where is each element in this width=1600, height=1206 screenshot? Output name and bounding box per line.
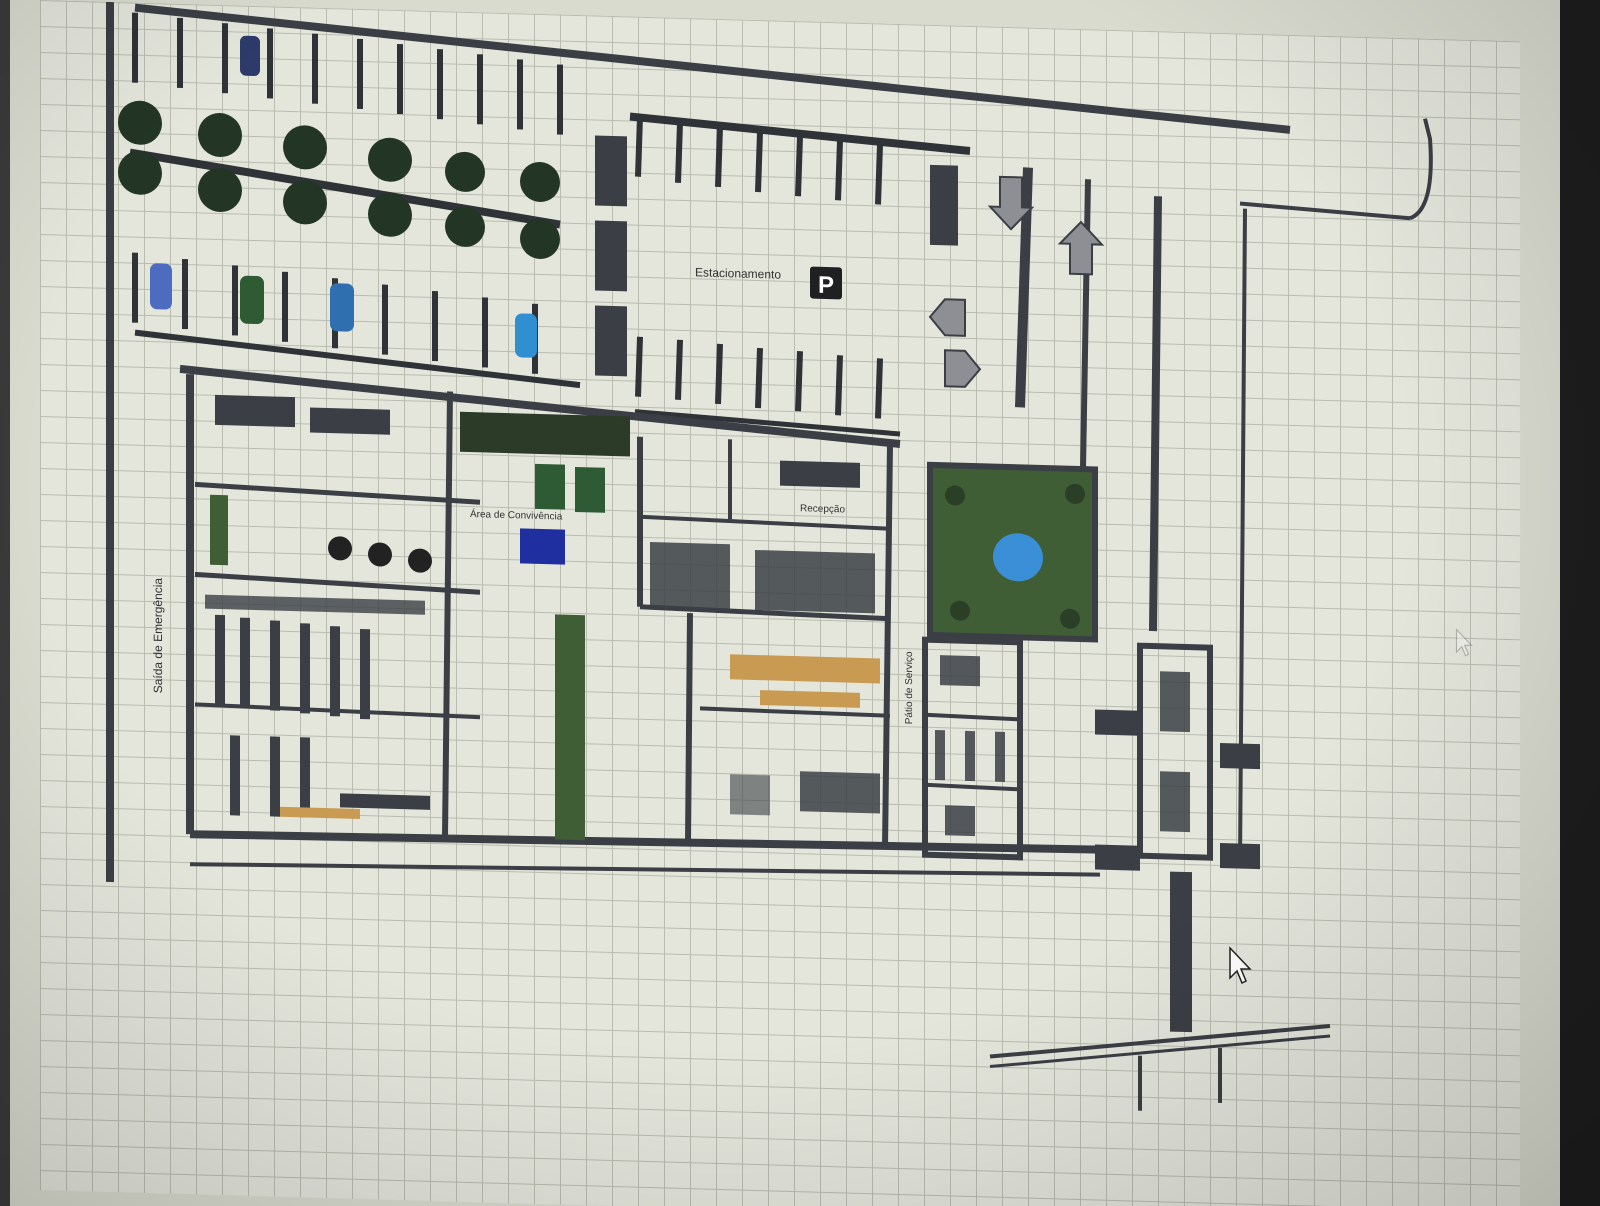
monitor-bezel <box>1560 0 1600 1206</box>
parked-cars <box>150 35 537 358</box>
trees-row <box>118 100 560 259</box>
parking-lot-left <box>129 12 581 389</box>
bottom-entrance <box>989 1024 1331 1111</box>
social-area-label: Área de Convivência <box>470 507 563 523</box>
parking-label: Estacionamento <box>695 265 781 281</box>
crosswalks <box>595 135 1260 1033</box>
road-lines <box>106 1 1433 883</box>
main-building <box>179 364 1101 877</box>
faint-cursor-icon <box>1455 628 1473 657</box>
traffic-arrows <box>928 175 1105 388</box>
right-wing <box>922 636 1213 861</box>
patio-label: Pátio de Serviço <box>904 651 915 725</box>
mouse-cursor-icon <box>1229 946 1252 985</box>
right-wing-furniture <box>935 655 1190 837</box>
reception-label: Recepção <box>800 503 845 515</box>
monitor-screen: Estacionamento P <box>10 0 1570 1206</box>
parking-lot-center <box>629 112 971 437</box>
emergency-exit-label: Saída de Emergência <box>151 577 165 693</box>
drawing-canvas[interactable]: Estacionamento P <box>40 0 1520 1206</box>
floor-plan: Estacionamento P <box>106 1 1433 1111</box>
svg-text:P: P <box>818 272 834 299</box>
parking-sign-icon: P <box>810 266 842 300</box>
garden-with-pond <box>927 461 1098 643</box>
rooms-furniture <box>205 394 880 841</box>
